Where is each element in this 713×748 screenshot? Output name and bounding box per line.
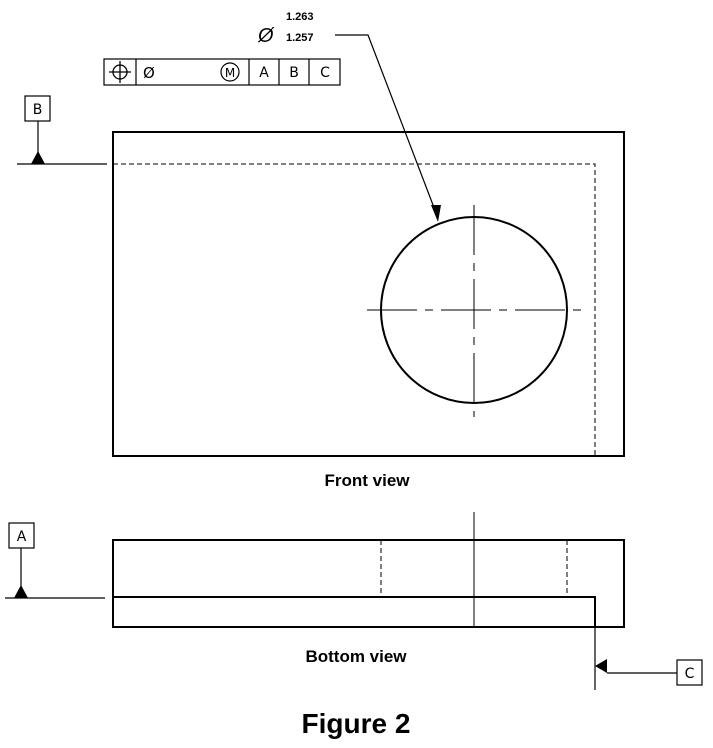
leader-arrowhead: [431, 205, 441, 222]
bottom-view: [112, 512, 625, 628]
datum-a-triangle: [14, 585, 28, 598]
datum-b-triangle: [31, 151, 45, 164]
feature-control-frame: Ø M A B C: [103, 58, 341, 86]
mmc-circle-icon: [220, 62, 240, 82]
dimension-callout: Ø 1.263 1.257: [257, 11, 441, 222]
figure-caption: Figure 2: [302, 708, 411, 739]
fcf-diameter-symbol: Ø: [143, 64, 155, 82]
fcf-datum-a: A: [259, 65, 269, 81]
dimension-upper: 1.263: [286, 11, 314, 23]
datum-c: C: [594, 627, 703, 690]
hidden-step-line: [113, 163, 596, 456]
datum-c-label: C: [685, 666, 695, 682]
front-view-outline: [112, 131, 625, 457]
bottom-view-outline: [112, 539, 625, 628]
fcf-datum-c: C: [320, 65, 330, 81]
fcf-border: [103, 58, 341, 86]
datum-c-box: [676, 659, 703, 686]
datum-a-label: A: [17, 529, 27, 545]
leader-line: [335, 34, 439, 219]
dimension-lower: 1.257: [286, 32, 314, 44]
diameter-symbol: Ø: [257, 25, 275, 47]
step-profile: [113, 596, 596, 627]
position-icon: [109, 61, 131, 83]
bottom-view-label: Bottom view: [305, 647, 407, 666]
fcf-datum-b: B: [289, 65, 299, 81]
datum-b-label: B: [33, 102, 43, 118]
datum-c-triangle: [595, 659, 607, 673]
datum-b: B: [17, 95, 107, 165]
datum-a: A: [5, 522, 105, 599]
front-view-label: Front view: [324, 471, 410, 490]
front-view: [112, 131, 625, 457]
mmc-modifier: M: [225, 66, 235, 80]
